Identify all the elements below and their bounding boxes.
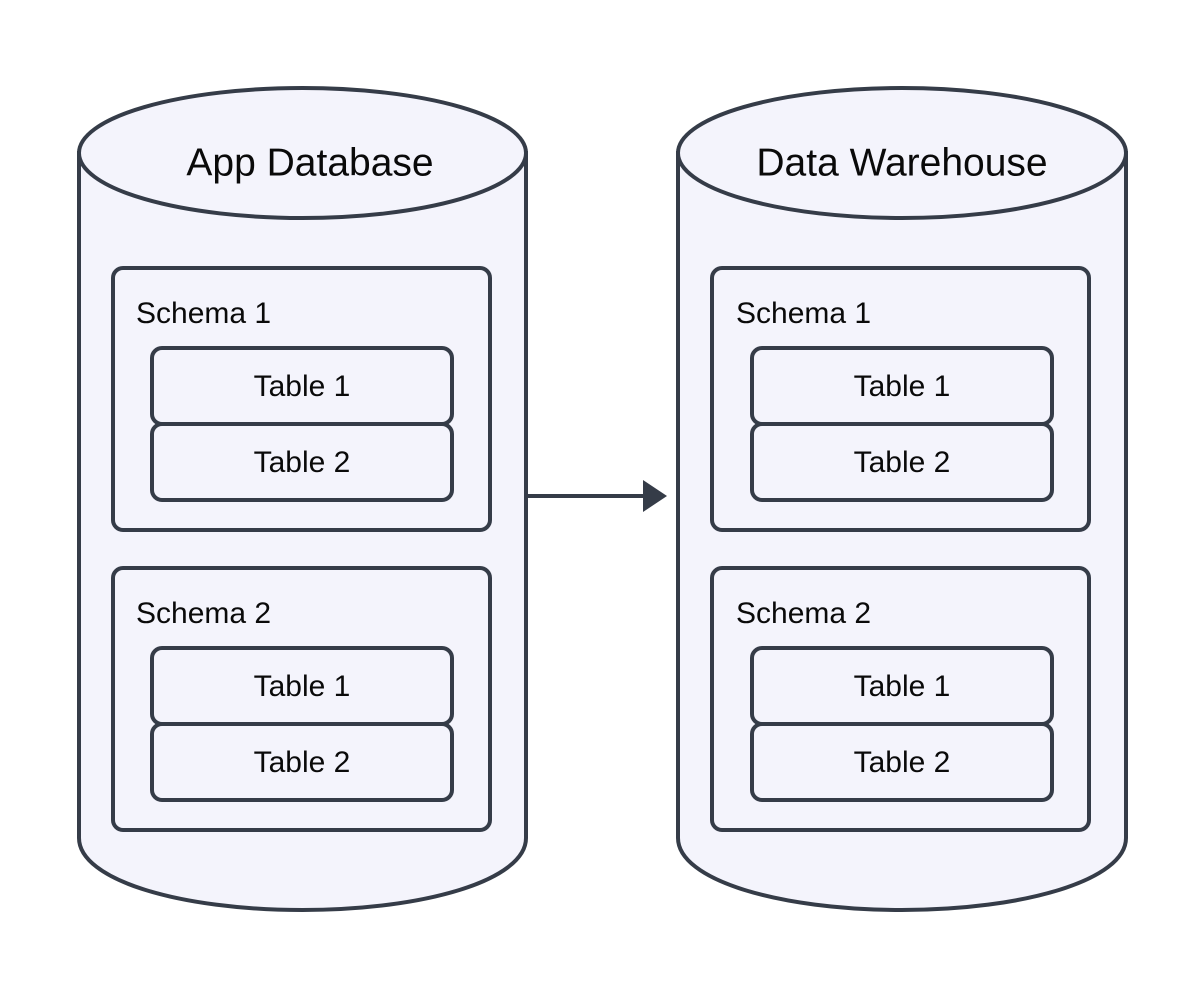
table-label: Table 2 bbox=[854, 446, 951, 479]
schema-label: Schema 1 bbox=[136, 297, 271, 330]
app-database-cylinder-top bbox=[77, 86, 528, 220]
table-box bbox=[750, 722, 1054, 802]
table-label: Table 1 bbox=[854, 670, 951, 703]
schema-label: Schema 2 bbox=[136, 597, 271, 630]
table-label: Table 1 bbox=[254, 370, 351, 403]
table-item[interactable]: Table 2 bbox=[750, 422, 1054, 502]
table-item[interactable]: Table 1 bbox=[150, 346, 454, 426]
table-box bbox=[150, 722, 454, 802]
table-label: Table 2 bbox=[254, 746, 351, 779]
data-warehouse-schema-1[interactable]: Schema 1 Table 1 Table 2 bbox=[710, 266, 1091, 532]
table-label: Table 2 bbox=[254, 446, 351, 479]
table-item[interactable]: Table 2 bbox=[750, 722, 1054, 802]
app-database-title: App Database bbox=[186, 141, 433, 184]
node-data-warehouse[interactable]: Data Warehouse Schema 1 Table 1 Table 2 … bbox=[676, 86, 1128, 913]
app-database-schema-2[interactable]: Schema 2 Table 1 Table 2 bbox=[111, 566, 492, 832]
schema-label: Schema 1 bbox=[736, 297, 871, 330]
data-warehouse-cylinder-top bbox=[676, 86, 1128, 220]
data-warehouse-title: Data Warehouse bbox=[756, 141, 1047, 184]
table-item[interactable]: Table 2 bbox=[150, 722, 454, 802]
table-box bbox=[150, 422, 454, 502]
table-item[interactable]: Table 1 bbox=[750, 346, 1054, 426]
node-app-database[interactable]: App Database Schema 1 Table 1 Table 2 Sc… bbox=[77, 86, 528, 913]
table-label: Table 1 bbox=[854, 370, 951, 403]
table-label: Table 2 bbox=[854, 746, 951, 779]
arrow-head-icon bbox=[643, 480, 667, 512]
table-label: Table 1 bbox=[254, 670, 351, 703]
table-item[interactable]: Table 2 bbox=[150, 422, 454, 502]
app-database-schema-1[interactable]: Schema 1 Table 1 Table 2 bbox=[111, 266, 492, 532]
table-box bbox=[750, 422, 1054, 502]
schema-label: Schema 2 bbox=[736, 597, 871, 630]
table-item[interactable]: Table 1 bbox=[150, 646, 454, 726]
table-item[interactable]: Table 1 bbox=[750, 646, 1054, 726]
edge-app-to-warehouse[interactable] bbox=[528, 480, 667, 512]
data-warehouse-schema-2[interactable]: Schema 2 Table 1 Table 2 bbox=[710, 566, 1091, 832]
